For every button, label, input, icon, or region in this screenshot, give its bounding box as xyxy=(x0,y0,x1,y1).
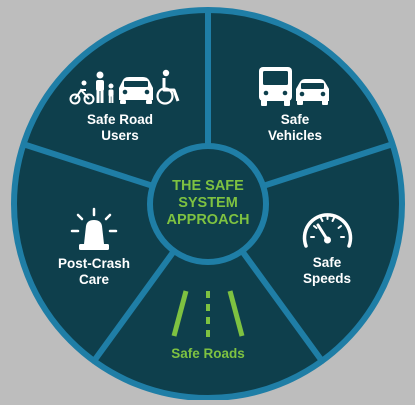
segment-safe-speeds: Safe Speeds xyxy=(302,213,353,286)
segment-dividers xyxy=(23,9,393,364)
divider-lower-left xyxy=(91,248,177,364)
center-hub xyxy=(147,143,269,265)
label-post-crash-care-line-1: Post-Crash xyxy=(58,256,130,271)
label-safe-roads: Safe Roads xyxy=(171,346,245,361)
segment-safe-vehicles: Safe Vehicles xyxy=(259,67,329,143)
segment-safe-road-users: Safe Road Users xyxy=(69,69,180,143)
label-safe-vehicles-line-2: Vehicles xyxy=(268,128,322,143)
road-lanes-icon xyxy=(171,290,245,338)
divider-right xyxy=(260,142,393,189)
label-safe-speeds-line-2: Speeds xyxy=(303,271,351,286)
label-post-crash-care-line-2: Care xyxy=(79,272,110,287)
center-title-line-1: THE SAFE xyxy=(172,178,244,194)
speedometer-icon xyxy=(302,213,353,248)
segment-post-crash-care: Post-Crash Care xyxy=(58,207,130,287)
center-title-line-2: SYSTEM xyxy=(178,195,238,211)
label-safe-road-users-line-1: Safe Road xyxy=(87,112,153,127)
segment-safe-roads: Safe Roads xyxy=(171,290,245,361)
emergency-siren-icon xyxy=(70,207,118,250)
center-title-line-3: APPROACH xyxy=(167,212,250,228)
bus-and-car-icon xyxy=(259,67,329,106)
divider-left xyxy=(23,142,156,189)
label-safe-vehicles-line-1: Safe xyxy=(281,112,310,127)
divider-lower-right xyxy=(239,248,325,364)
label-safe-road-users-line-2: Users xyxy=(101,128,139,143)
pedestrians-bike-car-wheelchair-icon xyxy=(69,69,180,105)
label-safe-speeds-line-1: Safe xyxy=(313,255,342,270)
